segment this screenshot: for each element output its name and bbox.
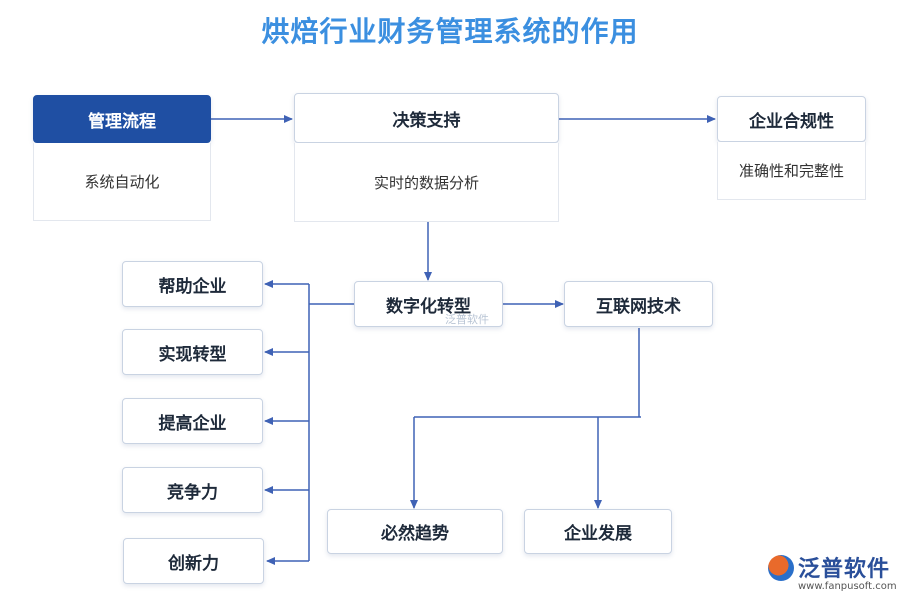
node-innovation: 创新力 xyxy=(123,538,264,584)
brand-url: www.fanpusoft.com xyxy=(798,581,897,592)
watermark-text: 泛普软件 xyxy=(445,313,489,326)
node-compliance: 企业合规性 xyxy=(717,96,866,142)
brand-logo-icon xyxy=(768,555,794,581)
node-digital-transformation: 数字化转型 xyxy=(354,281,503,327)
node-inevitable-trend: 必然趋势 xyxy=(327,509,503,554)
node-competitiveness: 竞争力 xyxy=(122,467,263,513)
node-internet-tech: 互联网技术 xyxy=(564,281,713,327)
node-business-development: 企业发展 xyxy=(524,509,672,554)
diagram-title: 烘焙行业财务管理系统的作用 xyxy=(261,15,639,48)
node-compliance-detail: 准确性和完整性 xyxy=(717,142,866,200)
node-decision-support-detail: 实时的数据分析 xyxy=(294,143,559,222)
node-decision-support: 决策支持 xyxy=(294,93,559,143)
brand-name: 泛普软件 xyxy=(798,557,891,582)
node-management-process: 管理流程 xyxy=(33,95,211,143)
node-improve-business: 提高企业 xyxy=(122,398,263,444)
brand-logo: 泛普软件 www.fanpusoft.com xyxy=(768,551,897,597)
node-management-process-detail: 系统自动化 xyxy=(33,143,211,221)
node-help-business: 帮助企业 xyxy=(122,261,263,307)
node-realize-transformation: 实现转型 xyxy=(122,329,263,375)
